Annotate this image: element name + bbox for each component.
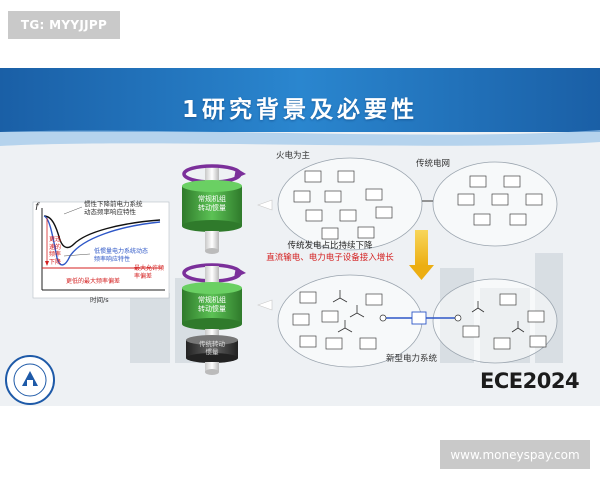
frequency-response-chart [32, 201, 170, 299]
watermark-bottom: www.moneyspay.com [440, 440, 590, 469]
faster-drop-line-1: 更迅 [49, 236, 62, 243]
new-grid-right [432, 278, 558, 364]
max-deviation-label: 最大允许频 率偏差 [134, 265, 164, 280]
generator-boxes-bottom-left [292, 291, 383, 350]
faster-drop-line-4: 下降 [49, 258, 62, 266]
rotor-top-label: 常规机组 转动惯量 [186, 195, 238, 213]
rotor-middle-line-2: 转动惯量 [198, 305, 226, 313]
rotor-middle [182, 263, 246, 341]
traditional-grid-label: 传统电网 [416, 159, 451, 169]
decline-label: 传统发电占比持续下降 [287, 241, 373, 251]
faster-drop-label: 更迅 速的 频率 下降 [49, 236, 61, 266]
legend-after-line-2: 频率响应特性 [94, 256, 131, 263]
generator-boxes-top-left [293, 170, 393, 240]
chart-x-label: 时间/s [90, 296, 109, 304]
rotor-top-line-2: 转动惯量 [198, 204, 226, 212]
rotor-middle-label: 常规机组 转动惯量 [186, 296, 238, 314]
generator-boxes-top-right [457, 175, 543, 226]
title-banner [0, 68, 600, 132]
max-deviation-line-1: 最大允许频 [134, 265, 165, 272]
ece-logo-main: ECE [480, 369, 523, 393]
slide-graphics [0, 68, 600, 405]
legend-before-line-1: 惯性下降前电力系统 [84, 200, 143, 208]
rotor-low-line-1: 传统转动 [199, 340, 225, 348]
new-system-label: 新型电力系统 [386, 354, 438, 364]
transition-arrow-icon [409, 230, 434, 280]
watermark-top: TG: MYYJJPP [8, 11, 120, 39]
wind-turbines [332, 290, 525, 333]
page-title: 1研究背景及必要性 [181, 97, 418, 123]
legend-after: 低惯量电力系统动态 频率响应特性 [94, 248, 148, 264]
increase-label: 直流输电、电力电子设备接入增长 [266, 253, 394, 263]
faster-drop-line-2: 速的 [49, 243, 62, 251]
generator-boxes-bottom-right [462, 293, 547, 350]
legend-after-line-1: 低惯量电力系统动态 [94, 248, 149, 255]
lower-deviation-label: 更低的最大频率偏差 [66, 278, 121, 285]
chart-y-symbol: f [35, 202, 39, 213]
ece-logo-year: 2024 [522, 369, 580, 393]
rotor-top-line-1: 常规机组 [198, 195, 226, 203]
rotor-low-label: 传统转动 惯量 [186, 340, 238, 356]
university-seal-icon [5, 355, 55, 405]
transition-text: 传统发电占比持续下降 直流输电、电力电子设备接入增长 [255, 240, 405, 264]
rotor-low [186, 335, 238, 375]
rotor-middle-line-1: 常规机组 [198, 296, 226, 304]
legend-before: 惯性下降前电力系统 动态频率响应特性 [84, 200, 143, 216]
ece-logo: ECE2024 [480, 369, 580, 393]
faster-drop-line-3: 频率 [49, 251, 62, 258]
thermal-main-label: 火电为主 [276, 151, 311, 161]
legend-before-line-2: 动态频率响应特性 [84, 208, 136, 216]
rotor-low-line-2: 惯量 [205, 348, 219, 356]
rotor-top [182, 164, 246, 254]
max-deviation-line-2: 率偏差 [134, 272, 153, 280]
slide: 1研究背景及必要性 f 惯性下降前电力系统 动态频率响应特性 低惯量电力系统动态… [0, 68, 600, 406]
